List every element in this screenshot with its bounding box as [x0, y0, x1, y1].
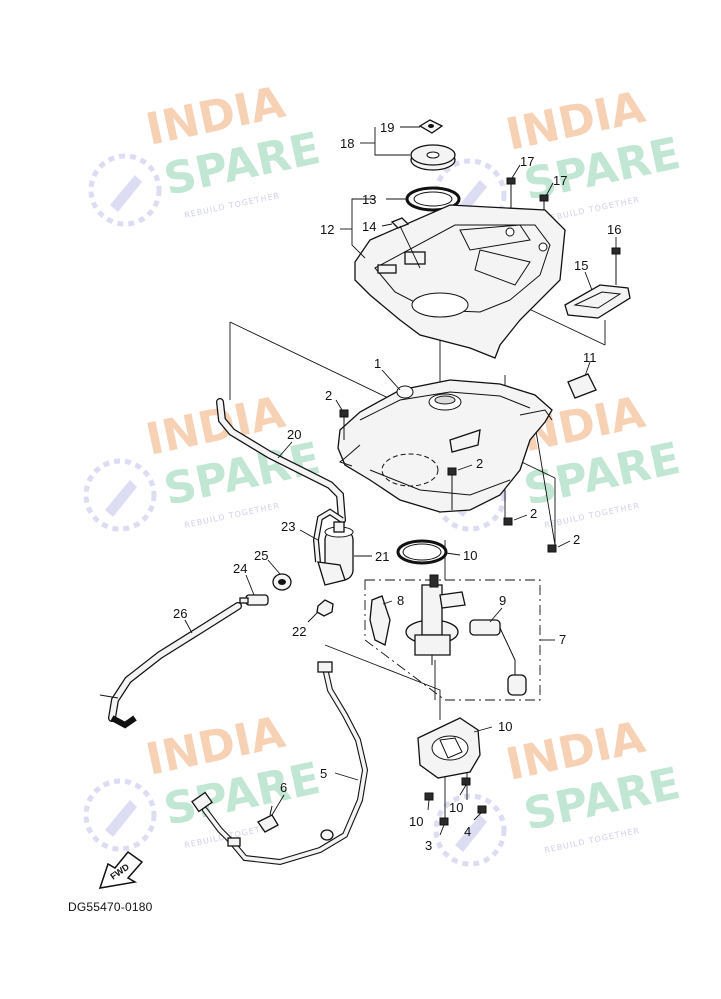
bolt-2c — [503, 517, 513, 526]
nut-22 — [316, 599, 334, 617]
fwd-arrow-icon: FWD — [98, 850, 144, 889]
callout-2c: 2 — [530, 506, 537, 521]
hose-23 — [312, 508, 344, 563]
callout-8: 10 — [463, 548, 477, 563]
callout-5: 7 — [559, 632, 566, 647]
o-ring-8 — [396, 539, 448, 565]
callout-2a: 2 — [325, 388, 332, 403]
callout-16: 16 — [607, 222, 621, 237]
callout-10b: 10 — [449, 800, 463, 815]
bolt-10d — [477, 805, 487, 814]
cap-18 — [410, 144, 456, 171]
watermark-mid-left: INDIA SPARE REBUILD TOGETHER — [83, 387, 325, 532]
callout-24: 24 — [233, 561, 247, 576]
hose-26 — [99, 602, 242, 729]
callout-10d: 4 — [464, 824, 471, 839]
callout-9: 10 — [498, 719, 512, 734]
grommet-25 — [272, 573, 292, 591]
callout-10a: 10 — [409, 814, 423, 829]
callout-2d: 2 — [573, 532, 580, 547]
callout-4: 6 — [280, 780, 287, 795]
label-11 — [567, 373, 597, 399]
callout-21: 21 — [375, 549, 389, 564]
level-sender-7 — [469, 619, 527, 696]
fuel-pump — [405, 574, 466, 665]
hose-20 — [216, 398, 346, 524]
leader-lines — [184, 126, 617, 836]
callout-23: 23 — [281, 519, 295, 534]
callout-6: 8 — [397, 593, 404, 608]
callout-12: 12 — [320, 222, 334, 237]
cap-19 — [418, 119, 444, 134]
tank-cover-12 — [354, 204, 566, 359]
bolt-2d — [547, 544, 557, 553]
callout-2b: 2 — [476, 456, 483, 471]
clamp-4 — [257, 805, 279, 833]
lid-15 — [564, 284, 631, 319]
callout-17b: 17 — [553, 173, 567, 188]
callout-14: 14 — [362, 219, 376, 234]
bolt-16 — [611, 247, 621, 285]
callout-13: 13 — [362, 192, 376, 207]
bolt-10a — [424, 792, 434, 801]
callout-25: 25 — [254, 548, 268, 563]
callout-11: 11 — [583, 350, 597, 365]
callout-26: 26 — [173, 606, 187, 621]
pump-assembly-box-5 — [364, 579, 541, 701]
callout-17a: 17 — [520, 154, 534, 169]
callout-10c: 3 — [425, 838, 432, 853]
callout-labels: 19 18 13 14 12 17 17 16 15 11 1 2 2 2 2 … — [173, 120, 621, 853]
diagram-code: DG55470-0180 — [68, 900, 153, 914]
bracket-6 — [369, 595, 391, 646]
fuel-tank-1 — [337, 379, 553, 513]
bolt-2b — [447, 467, 457, 510]
callout-18: 18 — [340, 136, 354, 151]
callout-3: 5 — [320, 766, 327, 781]
bolt-10c — [439, 817, 449, 826]
callout-19: 19 — [380, 120, 394, 135]
callout-7: 9 — [499, 593, 506, 608]
hose-3 — [191, 661, 369, 866]
watermark-top-left: INDIA SPARE REBUILD TOGETHER — [88, 77, 325, 227]
watermark-bottom-left: INDIA SPARE REBUILD TOGETHER — [83, 707, 325, 852]
bolt-2a — [339, 409, 349, 440]
bolt-10b — [461, 777, 471, 786]
clip-14 — [390, 217, 410, 229]
filter-21 — [317, 521, 354, 586]
joint-24 — [239, 594, 269, 606]
callout-22: 22 — [292, 624, 306, 639]
callout-1: 1 — [374, 356, 381, 371]
callout-20: 20 — [287, 427, 301, 442]
plate-9 — [417, 717, 481, 779]
callout-15: 15 — [574, 258, 588, 273]
